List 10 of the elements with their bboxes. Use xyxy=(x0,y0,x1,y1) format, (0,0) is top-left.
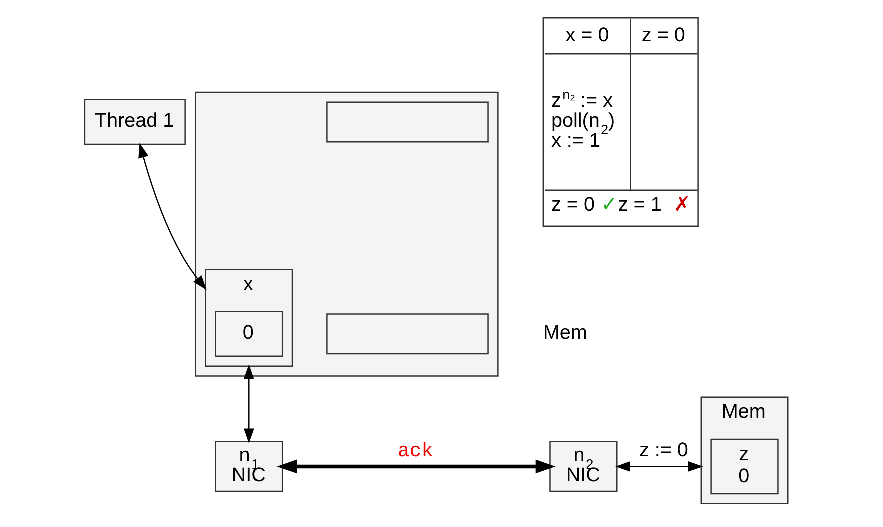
label: x = 0 xyxy=(566,24,610,46)
label: z = 0 xyxy=(642,24,686,46)
label: z$^{n₂}$ := x xyxy=(551,88,614,112)
edge-label: z := 0 xyxy=(639,440,688,462)
label: ✗ xyxy=(674,194,692,216)
label: ✓ xyxy=(601,194,618,216)
edge-label: ack xyxy=(398,440,434,463)
label: z = 1 xyxy=(618,194,662,216)
node-label: Mem xyxy=(543,322,588,344)
label: z = 0 xyxy=(551,194,595,216)
